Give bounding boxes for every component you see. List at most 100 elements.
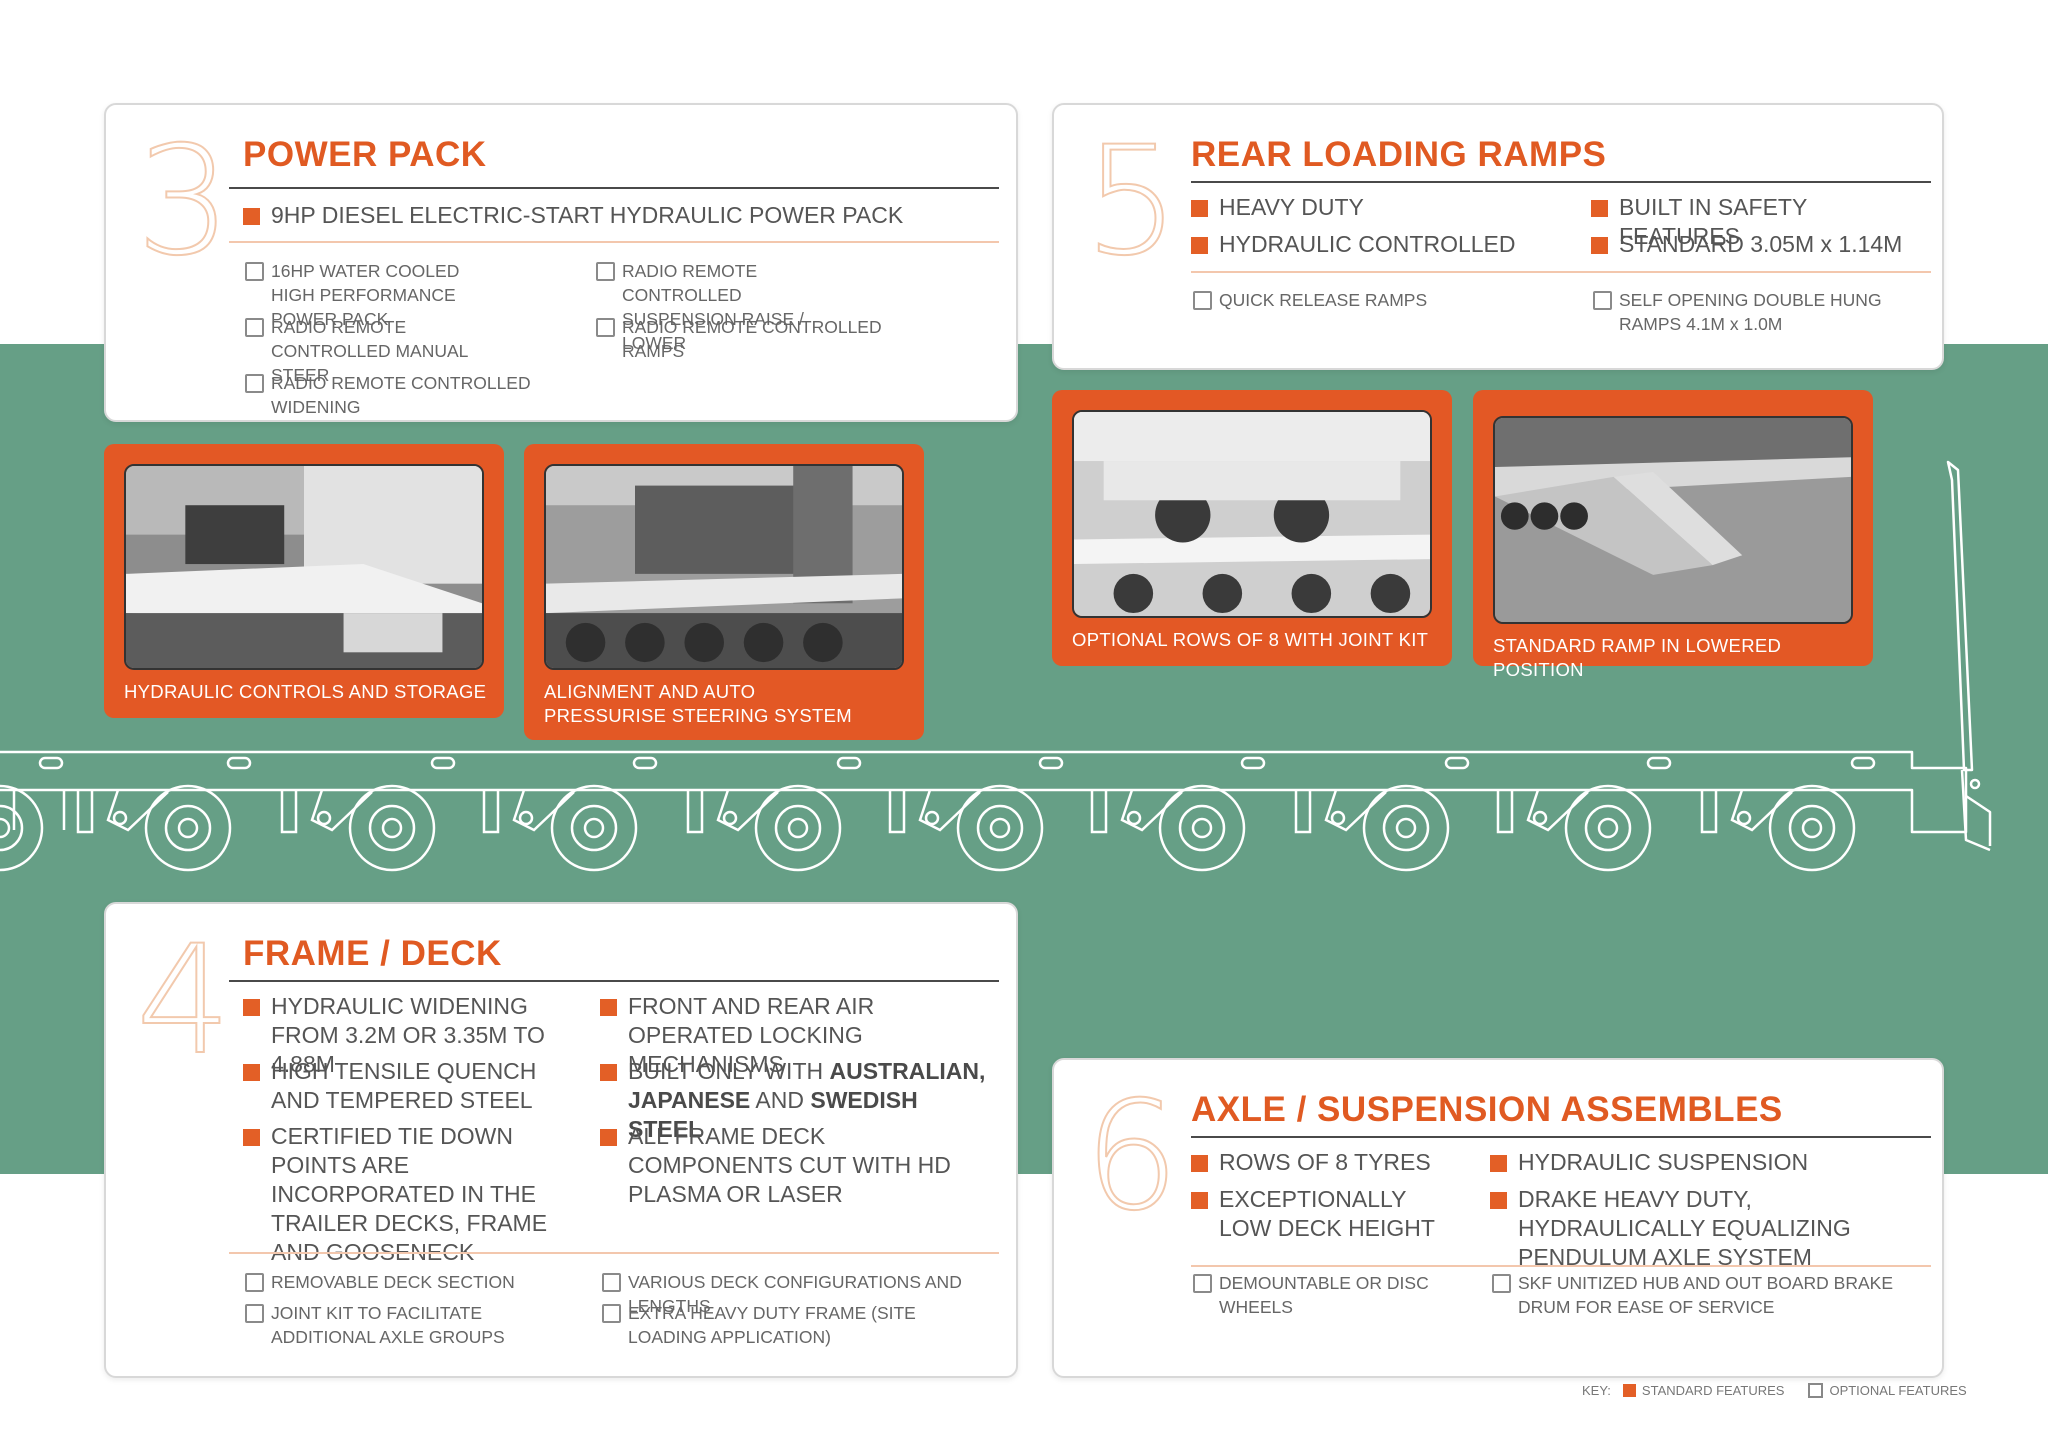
deck-slot <box>836 756 862 770</box>
frame-post <box>1090 790 1108 834</box>
wheel-outline <box>550 784 638 872</box>
section-rule <box>1191 271 1931 273</box>
key-optional-label: OPTIONAL FEATURES <box>1829 1383 1967 1399</box>
suspension-arm <box>918 789 981 832</box>
optional-feature: EXTRA HEAVY DUTY FRAME (SITE LOADING APP… <box>600 1301 920 1349</box>
card-title: FRAME / DECK <box>243 934 502 973</box>
wheel-outline <box>144 784 232 872</box>
photo-card-alignment-steering: ALIGNMENT AND AUTO PRESSURISE STEERING S… <box>524 444 924 740</box>
standard-feature: HIGH TENSILE QUENCH AND TEMPERED STEEL <box>243 1057 588 1115</box>
deck-slot <box>1444 756 1470 770</box>
standard-swatch <box>1622 1384 1636 1398</box>
deck-slot <box>226 756 252 770</box>
standard-feature: HYDRAULIC SUSPENSION <box>1490 1148 1930 1177</box>
standard-feature: BUILT IN SAFETY FEATURES <box>1591 193 1931 251</box>
deck-slot <box>632 756 658 770</box>
section-number: 6 <box>1083 1070 1180 1244</box>
suspension-arm <box>1526 789 1589 832</box>
wheel-hub <box>1178 804 1226 852</box>
deck-slot <box>1240 756 1266 770</box>
wheel-outline <box>956 784 1044 872</box>
standard-feature: HYDRAULIC WIDENING FROM 3.2M OR 3.35M TO… <box>243 992 588 1079</box>
standard-feature: CERTIFIED TIE DOWN POINTS ARE INCORPORAT… <box>243 1122 588 1267</box>
optional-feature: VARIOUS DECK CONFIGURATIONS AND LENGTHS <box>600 1270 1000 1318</box>
optional-feature: RADIO REMOTE CONTROLLED SUSPENSION RAISE… <box>594 259 854 355</box>
pivot <box>1532 810 1548 826</box>
standard-feature: HEAVY DUTY <box>1191 193 1571 222</box>
standard-feature: ALL FRAME DECK COMPONENTS CUT WITH HD PL… <box>600 1122 995 1209</box>
pivot <box>518 810 534 826</box>
frame-deck-card: 4 FRAME / DECK HYDRAULIC WIDENING FROM 3… <box>104 902 1018 1378</box>
optional-feature: JOINT KIT TO FACILITATE ADDITIONAL AXLE … <box>243 1301 563 1349</box>
pivot <box>112 810 128 826</box>
pivot <box>722 810 738 826</box>
card-title: POWER PACK <box>243 135 487 174</box>
optional-feature: RADIO REMOTE CONTROLLED RAMPS <box>594 315 934 363</box>
suspension-arm <box>1730 789 1793 832</box>
key-label: KEY: <box>1582 1383 1611 1399</box>
wheel-outline <box>1564 784 1652 872</box>
trailer-line-drawing <box>0 460 1992 872</box>
wheel-outline <box>1158 784 1246 872</box>
wheel-hub <box>570 804 618 852</box>
wheel-center <box>381 817 403 839</box>
wheel-hub <box>976 804 1024 852</box>
photo-hydraulic-controls <box>124 464 484 670</box>
wheel-center <box>1191 817 1213 839</box>
optional-feature: RADIO REMOTE CONTROLLED MANUAL STEER <box>243 315 503 387</box>
suspension-arm <box>512 789 575 832</box>
rear-loading-ramps-card: 5 REAR LOADING RAMPS HEAVY DUTY HYDRAULI… <box>1052 103 1944 370</box>
frame-post <box>888 790 906 834</box>
wheel-hub <box>368 804 416 852</box>
photo-caption: STANDARD RAMP IN LOWERED POSITION <box>1493 635 1782 680</box>
optional-feature: REMOVABLE DECK SECTION <box>243 1270 563 1294</box>
standard-feature: EXCEPTIONALLY LOW DECK HEIGHT <box>1191 1185 1441 1243</box>
deck-slot <box>430 756 456 770</box>
section-number: 5 <box>1083 115 1180 289</box>
photo-caption: ALIGNMENT AND AUTO PRESSURISE STEERING S… <box>544 681 852 726</box>
wheel-center <box>787 817 809 839</box>
section-rule <box>229 1252 999 1254</box>
title-rule <box>229 980 999 982</box>
suspension-arm <box>106 789 169 832</box>
optional-checkbox-swatch <box>1808 1383 1824 1399</box>
card-title: AXLE / SUSPENSION ASSEMBLES <box>1191 1090 1783 1129</box>
photo-caption: HYDRAULIC CONTROLS AND STORAGE <box>124 681 487 702</box>
pivot <box>316 810 332 826</box>
card-title: REAR LOADING RAMPS <box>1191 135 1607 174</box>
suspension-arm <box>1120 789 1183 832</box>
section-rule <box>229 241 999 243</box>
photo-rows-of-8 <box>1072 410 1432 618</box>
standard-feature: HYDRAULIC CONTROLLED <box>1191 230 1571 259</box>
photo-card-ramp-lowered: STANDARD RAMP IN LOWERED POSITION <box>1473 390 1873 680</box>
wheel-outline <box>1768 784 1856 872</box>
optional-feature: 16HP WATER COOLED HIGH PERFORMANCE POWER… <box>243 259 503 331</box>
standard-feature: FRONT AND REAR AIR OPERATED LOCKING MECH… <box>600 992 995 1079</box>
wheel-hub <box>1382 804 1430 852</box>
standard-feature: DRAKE HEAVY DUTY, HYDRAULICALLY EQUALIZI… <box>1490 1185 1930 1272</box>
wheel-hub <box>1788 804 1836 852</box>
section-number: 4 <box>135 914 232 1088</box>
wheel-outline <box>1362 784 1450 872</box>
frame-post <box>1700 790 1718 834</box>
optional-feature: QUICK RELEASE RAMPS <box>1191 288 1531 312</box>
suspension-arm <box>310 789 373 832</box>
standard-feature: 9HP DIESEL ELECTRIC-START HYDRAULIC POWE… <box>243 201 1003 230</box>
pivot <box>1126 810 1142 826</box>
wheel-center <box>1597 817 1619 839</box>
wheel-center <box>1801 817 1823 839</box>
frame-post <box>686 790 704 834</box>
wheel-center <box>583 817 605 839</box>
key-standard-label: STANDARD FEATURES <box>1641 1383 1785 1399</box>
standard-feature: ROWS OF 8 TYRES <box>1191 1148 1481 1177</box>
wheel-outline <box>754 784 842 872</box>
suspension-arm <box>1324 789 1387 832</box>
title-rule <box>1191 1136 1931 1138</box>
wheel-outline <box>348 784 436 872</box>
frame-post <box>76 790 94 834</box>
optional-feature: SKF UNITIZED HUB AND OUT BOARD BRAKE DRU… <box>1490 1271 1910 1319</box>
deck-slot <box>1646 756 1672 770</box>
section-number: 3 <box>135 115 232 289</box>
wheel-hub <box>0 804 24 852</box>
optional-feature: RADIO REMOTE CONTROLLED WIDENING <box>243 371 583 419</box>
